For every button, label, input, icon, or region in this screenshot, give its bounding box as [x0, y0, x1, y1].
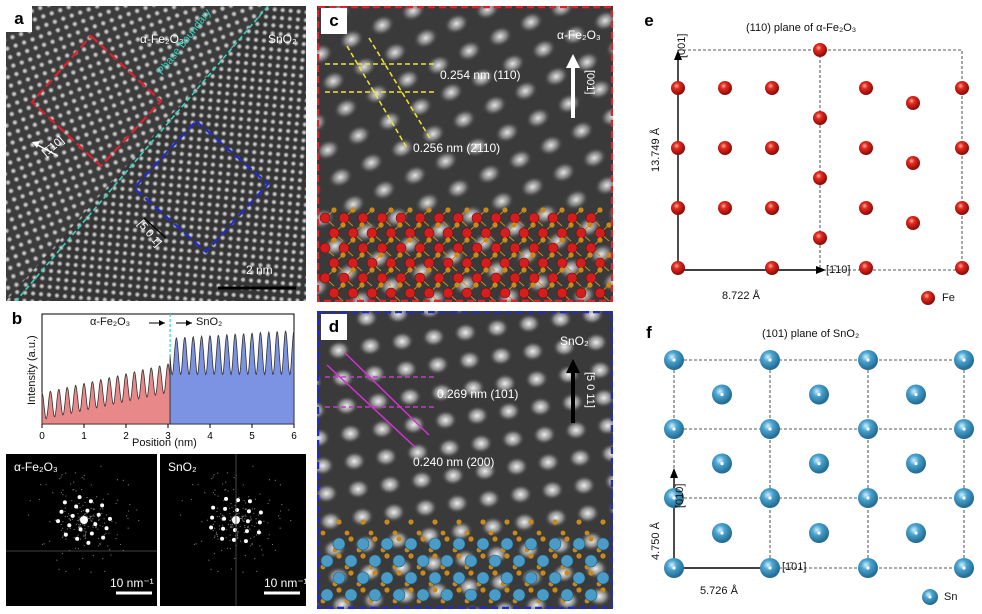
panel-d-d1: 0.269 nm (101)	[437, 387, 519, 401]
x-tick-label-0: 0	[39, 431, 45, 442]
panel-e-dim-v: 13.749 Å	[650, 127, 662, 172]
panel-d-d2: 0.240 nm (200)	[413, 455, 495, 469]
x-tick-label-6: 6	[291, 431, 297, 442]
fft-right-image	[160, 454, 306, 606]
panel-d-letter: d	[321, 314, 347, 340]
profile-left-label: α-Fe₂O₃	[90, 316, 131, 328]
panel-d-direction: [5 0 11]	[584, 372, 596, 408]
panel-d-label: SnO₂	[560, 334, 589, 348]
x-tick-label-2: 2	[123, 431, 129, 442]
panel-f-title: (101) plane of SnO₂	[762, 328, 860, 340]
fe2o3-crystal-diagram	[671, 43, 969, 305]
profile-xlabel: Position (nm)	[132, 437, 197, 449]
panel-f-axis-right: [1̄01]	[782, 561, 807, 573]
panel-c-d1: 0.254 nm (110)	[440, 68, 521, 82]
panel-e-legend: Fe	[942, 292, 955, 304]
panel-d-image	[317, 311, 613, 609]
panel-e-letter: e	[644, 11, 654, 30]
fft-left-label: α-Fe₂O₃	[14, 460, 58, 474]
panel-f-letter: f	[646, 323, 652, 342]
x-tick-label-5: 5	[249, 431, 255, 442]
panel-f-dim-h: 5.726 Å	[700, 585, 738, 597]
panel-f-legend: Sn	[944, 591, 958, 603]
fft-right-scale: 10 nm⁻¹	[264, 576, 308, 590]
profile-series-1	[169, 330, 295, 425]
panel-c-direction: [001]	[584, 70, 596, 95]
x-tick-label-3: 3	[165, 431, 171, 442]
panel-e-axis-up: [001]	[676, 33, 688, 58]
sno2-crystal-diagram	[664, 350, 974, 605]
panel-e-axis-right: [1̄10]	[826, 264, 851, 276]
panel-a-fe2o3-label: α-Fe₂O₃	[140, 32, 184, 46]
profile-series-0	[41, 363, 171, 425]
profile-right-label: SnO₂	[196, 316, 223, 328]
panel-a-letter: a	[6, 6, 32, 32]
panel-a-scalebar-label: 2 nm	[246, 263, 273, 277]
panel-a-image	[6, 6, 306, 301]
fft-left-scale: 10 nm⁻¹	[110, 576, 154, 590]
panel-c-d2: 0.256 nm (2̄110)	[413, 141, 501, 155]
x-tick-label-1: 1	[81, 431, 87, 442]
panel-c-label: α-Fe₂O₃	[557, 28, 601, 42]
panel-a-svg	[6, 6, 306, 301]
fft-right-label: SnO₂	[168, 460, 197, 474]
intensity-profile-chart: 0 1 2 3 4 5 6	[39, 313, 297, 442]
panel-b-letter: b	[11, 309, 23, 328]
profile-ylabel: Intensity (a.u.)	[26, 335, 38, 405]
panel-f-dim-v: 4.750 Å	[650, 522, 662, 560]
panel-e-title: (110) plane of α-Fe₂O₃	[746, 22, 857, 34]
panel-f-axis-up: [010]	[674, 483, 686, 508]
panel-c-letter: c	[321, 8, 347, 34]
panel-e-dim-h: 8.722 Å	[722, 290, 760, 302]
x-tick-label-4: 4	[207, 431, 213, 442]
panel-a-sno2-label: SnO₂	[268, 32, 297, 46]
fft-left-image	[6, 454, 157, 606]
panel-c-image	[317, 6, 613, 302]
